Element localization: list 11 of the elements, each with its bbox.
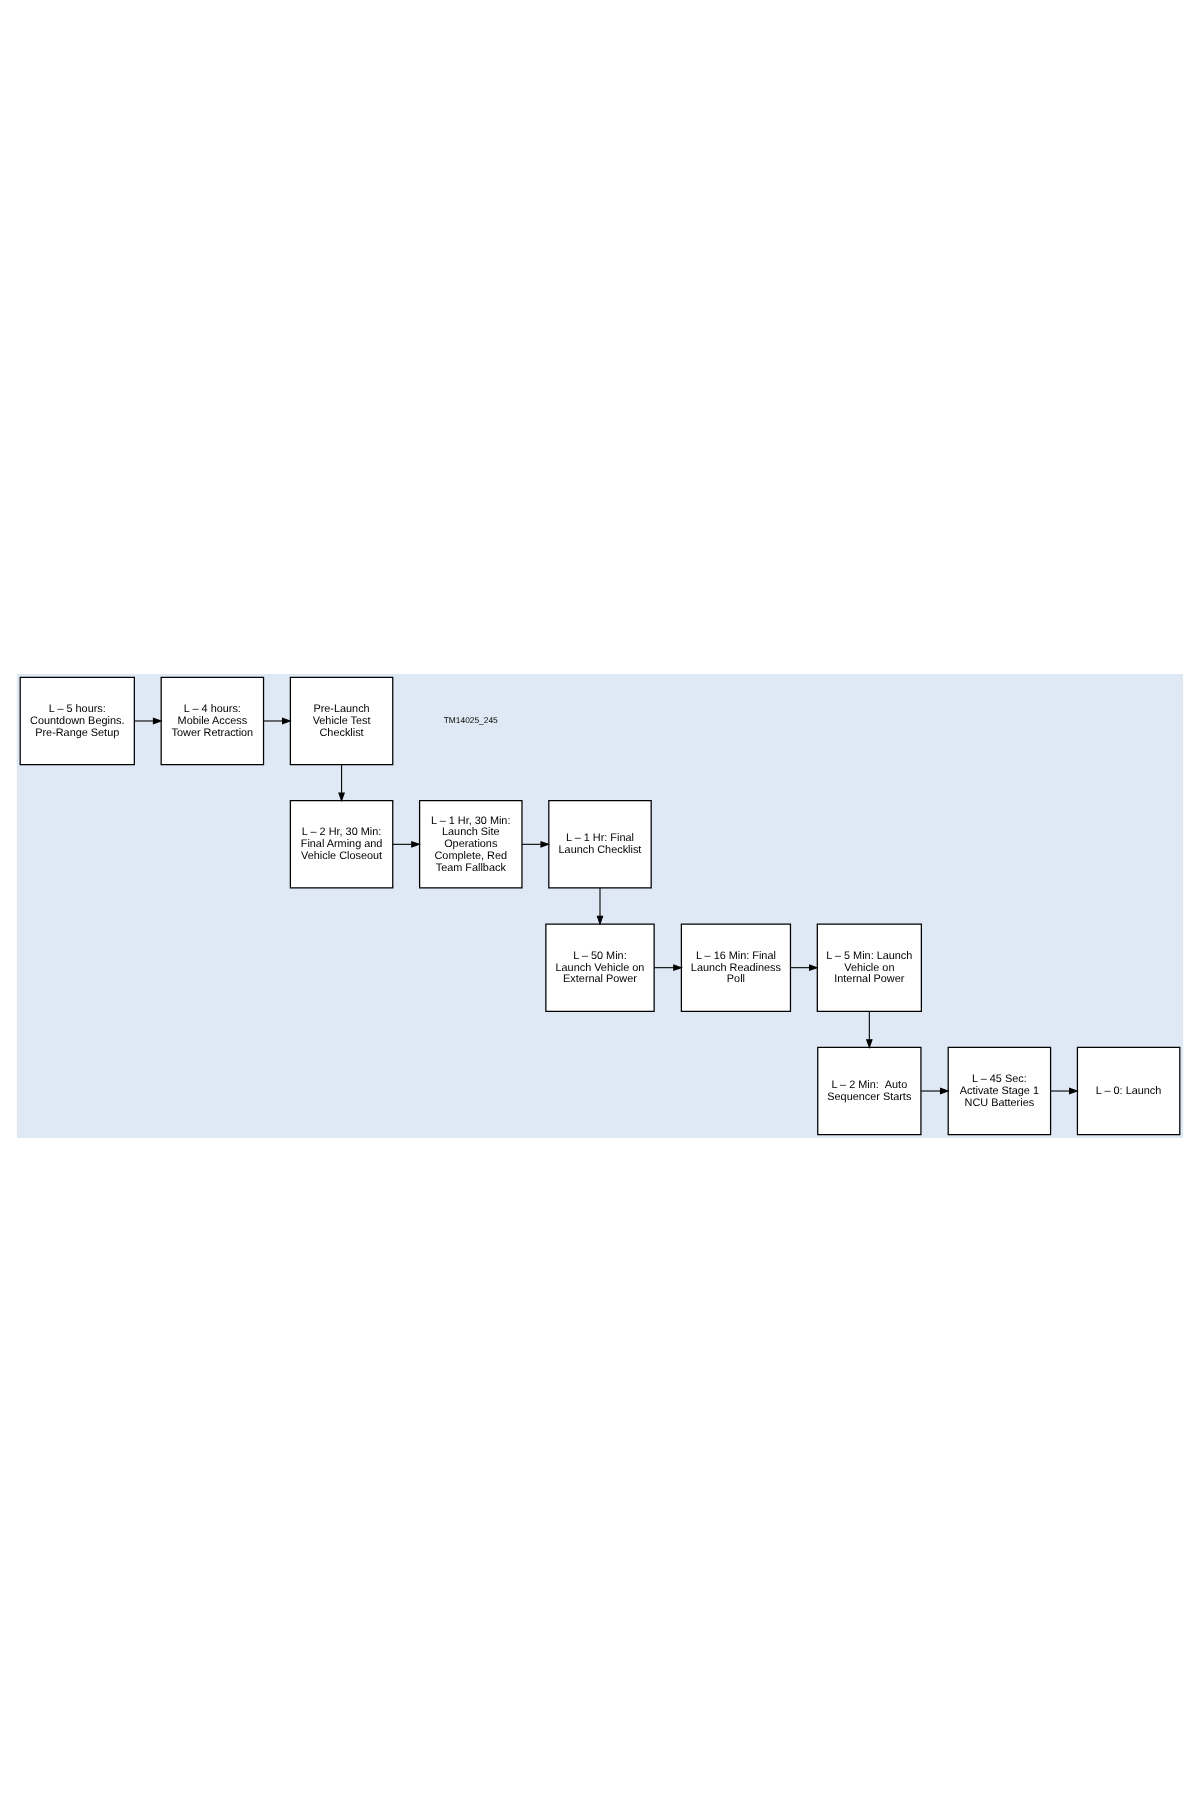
arrow (133, 717, 163, 725)
arrow (920, 1087, 950, 1095)
arrow (263, 717, 292, 725)
arrow (392, 840, 421, 848)
arrow (653, 964, 683, 972)
arrow (521, 840, 551, 848)
arrow (1050, 1087, 1079, 1095)
arrow (790, 964, 819, 972)
arrow (865, 1010, 873, 1049)
arrow (338, 764, 345, 803)
arrow (596, 887, 604, 926)
